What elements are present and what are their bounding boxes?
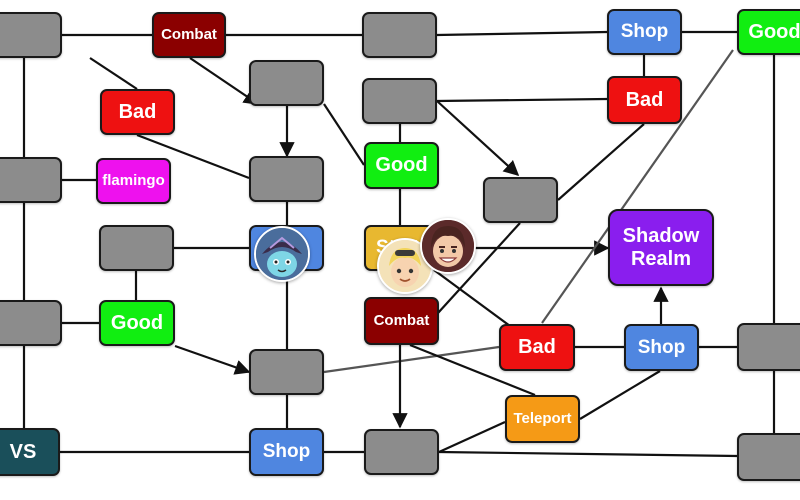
good-space-mid[interactable]: Good [364,142,439,189]
blank-space[interactable] [362,12,437,58]
path-connection [579,370,661,420]
combat-space-top[interactable]: Combat [152,12,226,58]
path-connection [89,57,138,90]
path-connection [436,97,608,103]
bad-space-left-label: Bad [118,100,157,123]
shadow-realm-space-label: Shadow Realm [622,224,700,270]
path-connection [174,344,251,375]
bad-space-right-label: Bad [625,88,664,111]
good-space-mid-label: Good [375,154,428,176]
good-space-left-label: Good [110,311,164,334]
bad-space-lower-label: Bad [518,336,556,358]
blank-space[interactable] [737,323,800,371]
path-connection [436,100,520,177]
shop-space-top[interactable]: Shop [607,9,682,55]
teleport-space[interactable]: Teleport [505,395,580,443]
shop-space-bottom-label: Shop [262,441,311,463]
blank-space[interactable] [99,225,174,271]
combat-space-mid[interactable]: Combat [364,297,439,345]
blank-space[interactable] [0,12,62,58]
blank-space[interactable] [364,429,439,475]
bad-space-right[interactable]: Bad [607,76,682,124]
blank-space[interactable] [483,177,558,223]
player-avatar-brunette[interactable] [420,218,476,274]
path-connection [438,420,506,454]
path-connection [436,30,608,37]
path-connection [323,103,365,166]
blank-space[interactable] [249,60,324,106]
vs-space-label: VS [9,440,37,463]
player-avatar-ninja[interactable] [254,226,310,282]
blank-space[interactable] [249,349,324,395]
path-connection [136,133,250,180]
vs-space[interactable]: VS [0,428,60,476]
bad-space-left[interactable]: Bad [100,89,175,135]
blank-space[interactable] [0,157,62,203]
good-space-top[interactable]: Good [737,9,800,55]
blank-space[interactable] [362,78,437,124]
blank-space[interactable] [249,156,324,202]
blank-space[interactable] [737,433,800,481]
path-connection [557,123,645,201]
shop-space-right-label: Shop [637,336,686,358]
shop-space-right[interactable]: Shop [624,324,699,371]
shop-space-bottom[interactable]: Shop [249,428,324,476]
path-connection [438,450,738,458]
shadow-realm-space[interactable]: Shadow Realm [608,209,714,286]
bad-space-lower[interactable]: Bad [499,324,575,371]
teleport-connection [541,49,734,324]
combat-space-top-label: Combat [161,26,217,44]
path-connection [409,343,536,397]
teleport-connection [323,345,500,374]
flamingo-space[interactable]: flamingo [96,158,171,204]
good-space-left[interactable]: Good [99,300,175,346]
teleport-space-label: Teleport [513,410,572,428]
flamingo-space-label: flamingo [102,172,165,190]
path-connection [437,222,521,314]
good-space-top-label: Good [748,20,800,43]
path-connection [189,57,260,105]
shop-space-top-label: Shop [620,21,669,43]
combat-space-mid-label: Combat [373,312,430,330]
blank-space[interactable] [0,300,62,346]
path-connection [433,269,511,327]
